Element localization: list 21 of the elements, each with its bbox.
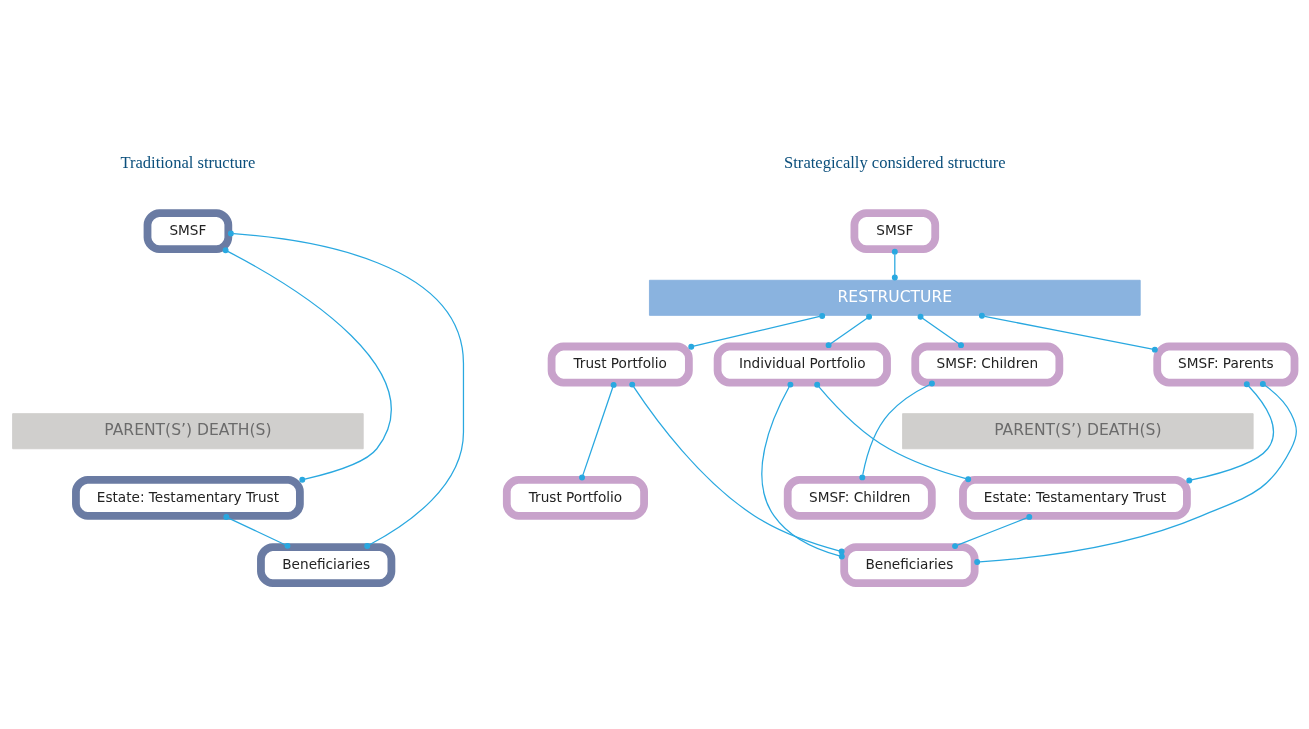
connector xyxy=(952,513,1033,549)
connector xyxy=(974,380,1297,565)
connector xyxy=(1186,380,1275,483)
connector xyxy=(859,380,935,480)
connector xyxy=(917,313,964,348)
connector xyxy=(579,381,617,480)
connector xyxy=(223,513,291,549)
connector xyxy=(978,312,1158,353)
label: Traditional structure xyxy=(120,152,256,172)
label: Strategically considered structure xyxy=(784,152,1006,172)
connector xyxy=(891,248,898,281)
connector xyxy=(629,381,845,554)
node-box: RESTRUCTURE xyxy=(648,279,1141,316)
connector xyxy=(227,230,465,549)
connector xyxy=(222,246,392,483)
connector xyxy=(761,381,845,559)
connector xyxy=(814,381,972,482)
node-box: PARENT(S’) DEATH(S) xyxy=(902,412,1254,449)
node-box: PARENT(S’) DEATH(S) xyxy=(12,412,364,449)
connector xyxy=(688,312,826,350)
connector xyxy=(825,313,873,348)
